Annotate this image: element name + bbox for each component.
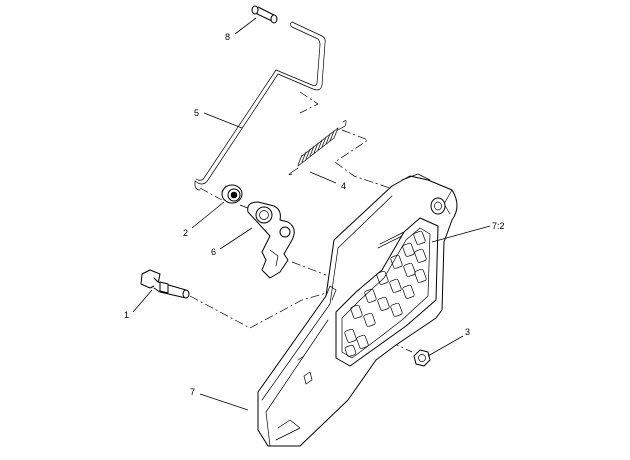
bent-rod-part-5	[194, 21, 326, 191]
phantom-line-bushing-to-link	[239, 204, 259, 213]
phantom-line-bolt-to-plate	[189, 291, 331, 329]
callout-4: 4	[341, 181, 346, 191]
flange-nut-part-3	[413, 349, 431, 367]
callout-5: 5	[194, 108, 199, 118]
leader-line-3	[427, 335, 464, 357]
callout-6: 6	[211, 247, 216, 257]
flange-bolt-part-1	[140, 269, 190, 299]
leader-line-7-2	[431, 225, 491, 243]
leader-line-5	[203, 112, 243, 129]
phantom-line-link-to-plate	[291, 261, 327, 276]
leader-line-8	[234, 17, 257, 35]
callout-3: 3	[465, 327, 470, 337]
leader-lines	[132, 17, 491, 411]
decal-icon-panel	[344, 230, 427, 357]
pin-part-8	[251, 5, 278, 24]
decal-part-7-2	[335, 217, 439, 367]
phantom-line-rod-to-spring	[299, 91, 319, 114]
extension-spring-part-4	[288, 120, 347, 176]
phantom-line-rod-to-bushing	[199, 187, 223, 201]
callout-1: 1	[124, 310, 129, 320]
leader-line-4	[309, 171, 337, 184]
leader-line-2	[191, 201, 225, 229]
callout-labels: 8 5 4 2 6 1 7 7:2 3	[124, 32, 505, 397]
callout-2: 2	[183, 228, 188, 238]
phantom-line-spring-to-plate	[334, 129, 391, 189]
callout-8: 8	[225, 32, 230, 42]
callout-7-2: 7:2	[492, 221, 505, 231]
leader-line-7	[199, 393, 249, 411]
bushing-part-2	[221, 184, 243, 204]
callout-7: 7	[190, 387, 195, 397]
leader-line-6	[219, 227, 253, 250]
pivot-link-part-6	[247, 201, 295, 279]
leader-line-1	[132, 289, 153, 313]
